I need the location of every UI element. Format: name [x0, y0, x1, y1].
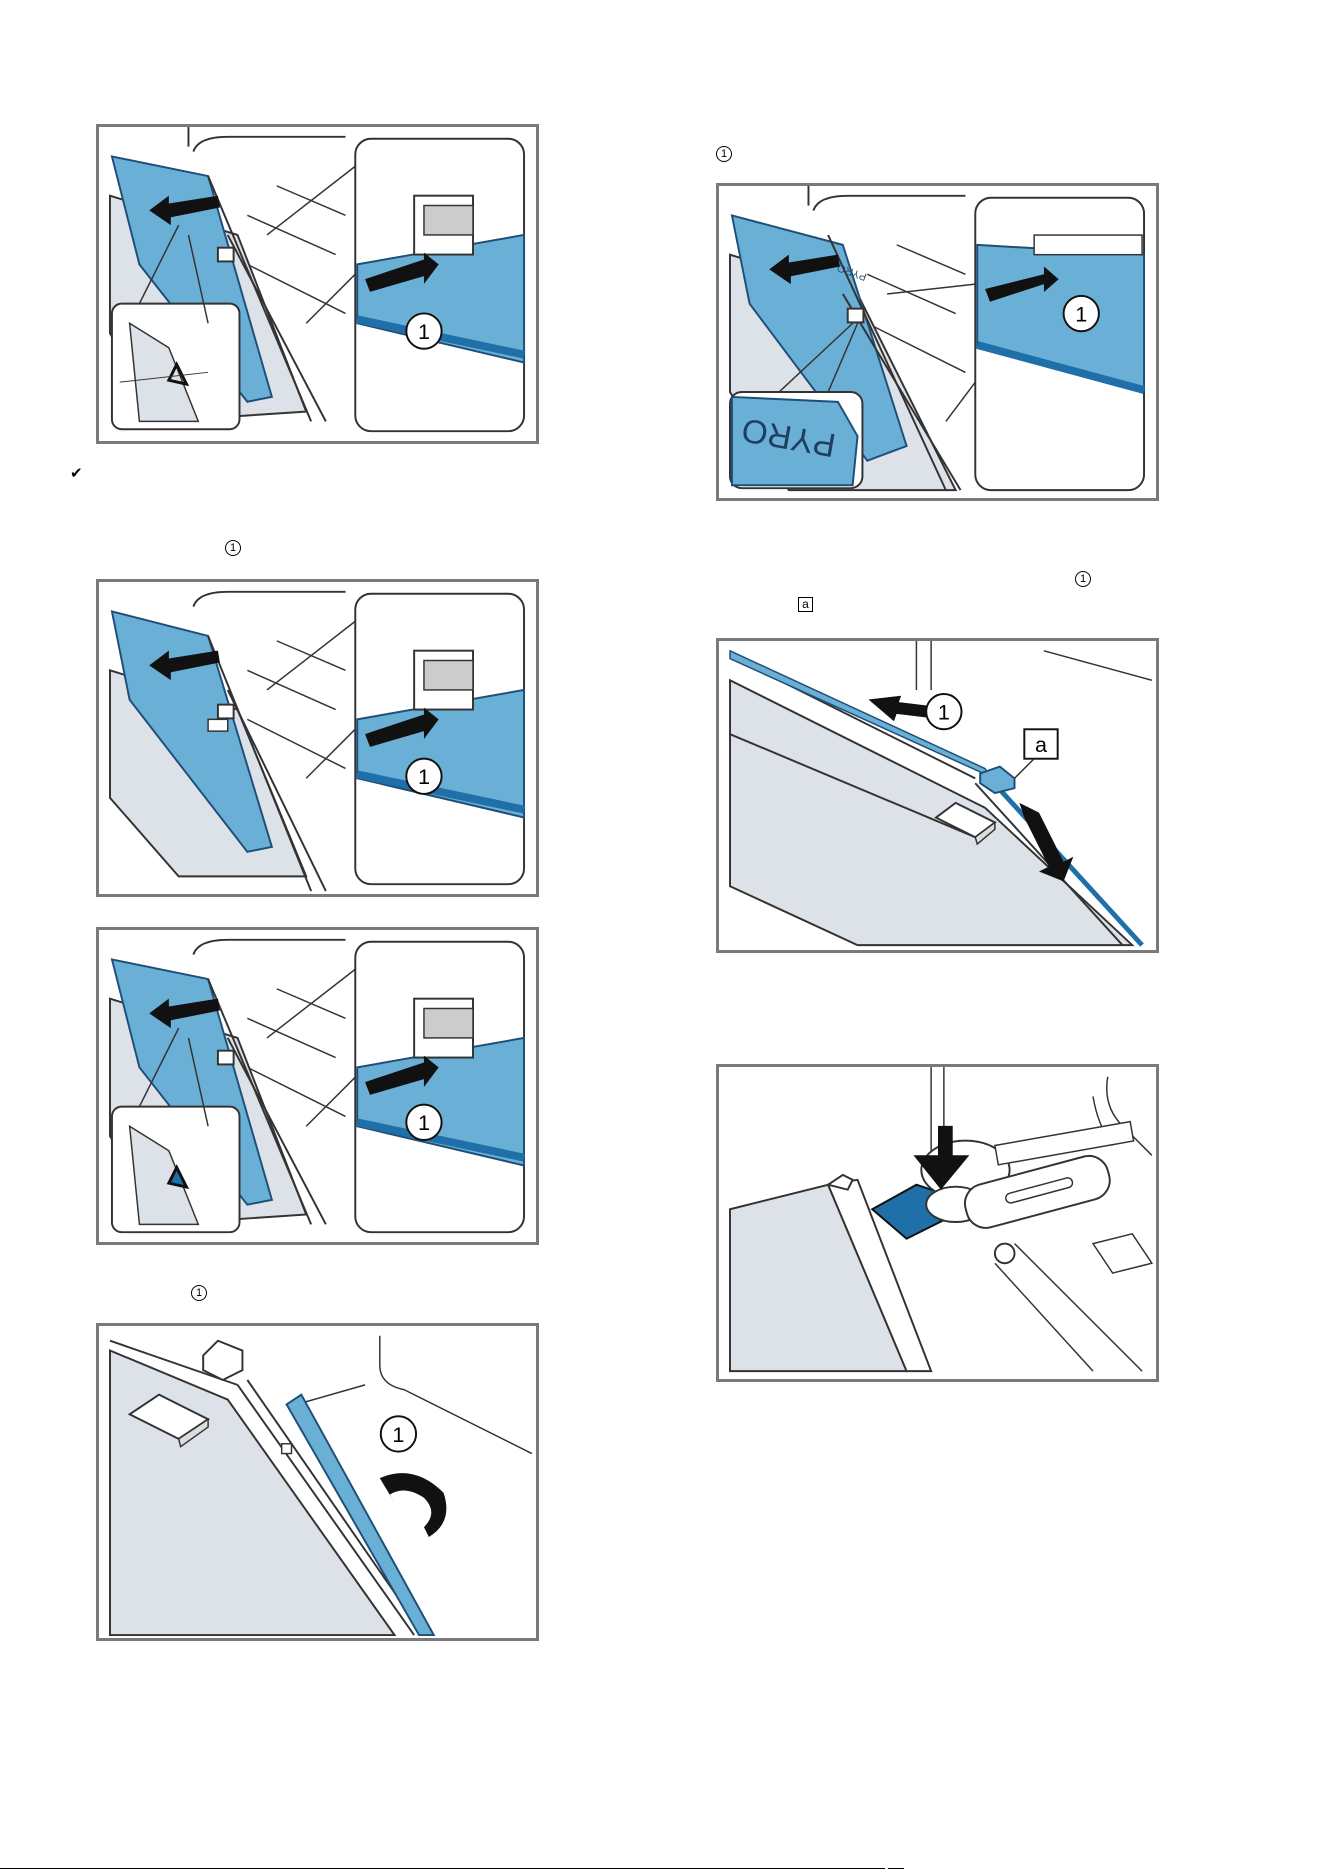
- callout-number: 1: [418, 1110, 430, 1135]
- illustration-glass-panel-insert-2: 1: [96, 579, 539, 897]
- step-marker-2: 1: [191, 1284, 207, 1301]
- callout-number: 1: [418, 764, 430, 789]
- step-marker-3: 1: [716, 145, 732, 162]
- step-marker-1: 1: [225, 539, 241, 556]
- illustration-hinge-lock: [716, 1064, 1159, 1382]
- illustration-glass-clip: 1 a: [716, 638, 1159, 953]
- illustration-pyro-panel: PYRO PYRO 1: [716, 183, 1159, 501]
- footer-rule-end: [888, 1868, 904, 1869]
- illustration-glass-panel-rotate: 1: [96, 1323, 539, 1641]
- callout-letter: a: [1035, 732, 1047, 757]
- step-marker-4: 1: [1075, 570, 1091, 587]
- illustration-glass-panel-insert-1: 1: [96, 124, 539, 444]
- check-icon: ✔: [70, 466, 83, 482]
- illustration-glass-panel-insert-3: 1: [96, 927, 539, 1245]
- callout-number: 1: [392, 1422, 404, 1447]
- label-marker-a: a: [798, 596, 813, 612]
- callout-number: 1: [1075, 301, 1087, 326]
- footer-rule: [0, 1868, 885, 1869]
- callout-number: 1: [418, 319, 430, 344]
- callout-number: 1: [938, 699, 950, 724]
